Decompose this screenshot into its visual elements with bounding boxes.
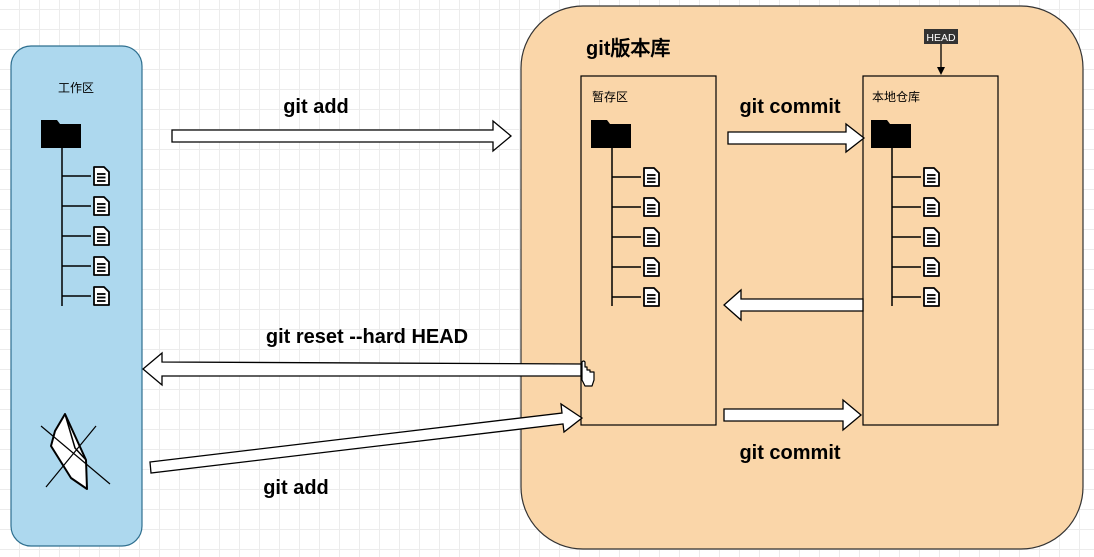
file-icon — [923, 257, 940, 277]
git-commit-bottom-arrow — [723, 398, 863, 432]
file-icon — [93, 226, 110, 246]
file-icon — [93, 166, 110, 186]
folder-icon — [591, 120, 631, 148]
local-to-staging-arrow — [723, 288, 864, 322]
head-tag — [924, 29, 958, 44]
file-icon — [643, 197, 660, 217]
local-repository-label: 本地仓库 — [872, 89, 920, 104]
git-reset-label: git reset --hard HEAD — [266, 326, 468, 348]
file-icon — [93, 196, 110, 216]
head-tag-label: HEAD — [926, 32, 956, 44]
file-icon — [643, 257, 660, 277]
git-commit-top-arrow — [727, 122, 866, 154]
git-commit-top-label: git commit — [739, 96, 840, 118]
folder-icon — [41, 120, 81, 148]
file-icon — [643, 227, 660, 247]
working-area-file-tree — [41, 120, 110, 306]
file-icon — [93, 256, 110, 276]
head-pointer-arrow — [937, 44, 945, 75]
local-repository-file-tree — [871, 120, 940, 307]
working-area-label: 工作区 — [58, 81, 94, 95]
git-add-bottom-arrow — [149, 402, 584, 474]
crossed-out-file-icon — [40, 413, 111, 490]
folder-icon — [871, 120, 911, 148]
git-repository-title: git版本库 — [586, 36, 670, 60]
file-icon — [643, 287, 660, 307]
git-commit-bottom-label: git commit — [739, 442, 840, 464]
file-icon — [923, 227, 940, 247]
staging-area-file-tree — [591, 120, 660, 307]
git-add-top-label: git add — [283, 96, 349, 118]
file-icon — [923, 167, 940, 187]
file-icon — [643, 167, 660, 187]
git-add-bottom-label: git add — [263, 477, 329, 499]
file-icon — [93, 286, 110, 306]
git-reset-arrow — [141, 351, 582, 387]
file-icon — [923, 197, 940, 217]
file-icon — [923, 287, 940, 307]
staging-area-label: 暂存区 — [592, 90, 628, 104]
hand-cursor-icon — [581, 360, 595, 387]
git-add-top-arrow — [171, 119, 513, 153]
